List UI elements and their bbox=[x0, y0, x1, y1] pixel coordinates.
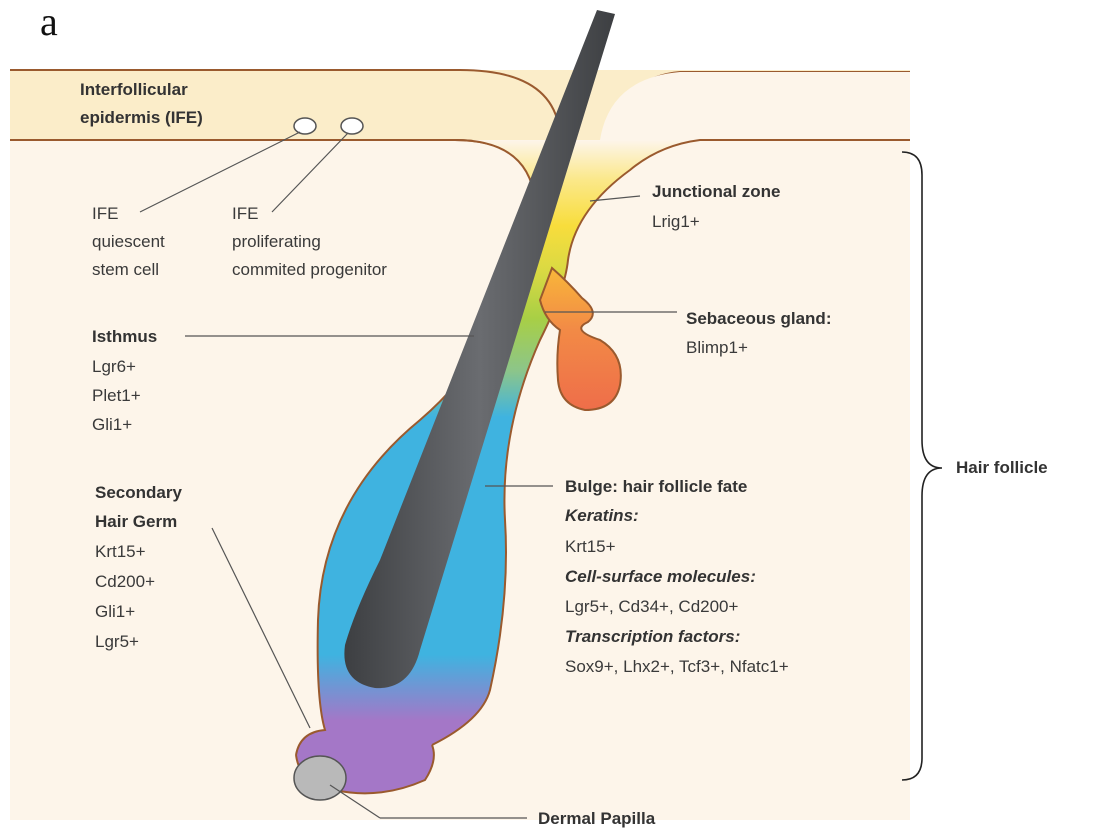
ife-proliferating-progenitor bbox=[341, 118, 363, 134]
sebaceous-title: Sebaceous gland: bbox=[686, 309, 831, 328]
bulge-surface-value: Lgr5+, Cd34+, Cd200+ bbox=[565, 597, 739, 616]
ife-quiescent-line1: IFE bbox=[92, 204, 118, 223]
bulge-keratins-value: Krt15+ bbox=[565, 537, 616, 556]
shg-title-line1: Secondary bbox=[95, 483, 182, 502]
shg-marker-2: Cd200+ bbox=[95, 572, 155, 591]
bulge-tf-value: Sox9+, Lhx2+, Tcf3+, Nfatc1+ bbox=[565, 657, 789, 676]
bulge-tf-heading: Transcription factors: bbox=[565, 627, 740, 646]
dermal-papilla-label: Dermal Papilla bbox=[538, 809, 656, 828]
ife-quiescent-line3: stem cell bbox=[92, 260, 159, 279]
ife-quiescent-line2: quiescent bbox=[92, 232, 165, 251]
bulge-keratins-heading: Keratins: bbox=[565, 506, 639, 525]
hair-follicle-label: Hair follicle bbox=[956, 458, 1048, 477]
shg-marker-4: Lgr5+ bbox=[95, 632, 139, 651]
junctional-title: Junctional zone bbox=[652, 182, 780, 201]
junctional-marker: Lrig1+ bbox=[652, 212, 700, 231]
isthmus-marker-3: Gli1+ bbox=[92, 415, 132, 434]
bulge-title: Bulge: hair follicle fate bbox=[565, 477, 747, 496]
isthmus-marker-2: Plet1+ bbox=[92, 386, 141, 405]
bulge-surface-heading: Cell-surface molecules: bbox=[565, 567, 756, 586]
ife-label-line1: Interfollicular bbox=[80, 80, 188, 99]
panel-letter: a bbox=[40, 0, 58, 44]
ife-prolif-line2: proliferating bbox=[232, 232, 321, 251]
shg-marker-3: Gli1+ bbox=[95, 602, 135, 621]
isthmus-marker-1: Lgr6+ bbox=[92, 357, 136, 376]
ife-prolif-line3: commited progenitor bbox=[232, 260, 387, 279]
sebaceous-marker: Blimp1+ bbox=[686, 338, 748, 357]
shg-title-line2: Hair Germ bbox=[95, 512, 177, 531]
ife-prolif-line1: IFE bbox=[232, 204, 258, 223]
dermal-papilla bbox=[294, 756, 346, 800]
ife-quiescent-stem-cell bbox=[294, 118, 316, 134]
ife-label-line2: epidermis (IFE) bbox=[80, 108, 203, 127]
shg-marker-1: Krt15+ bbox=[95, 542, 146, 561]
isthmus-title: Isthmus bbox=[92, 327, 157, 346]
